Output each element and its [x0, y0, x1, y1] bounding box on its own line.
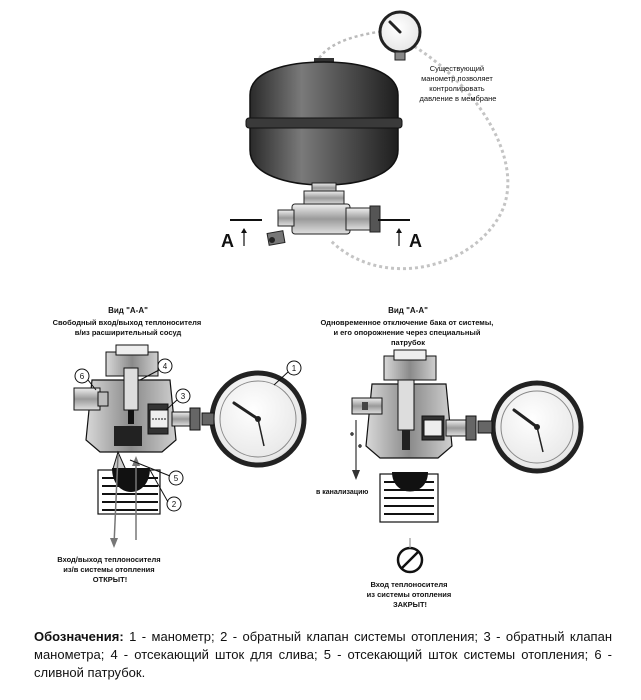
svg-text:1: 1 [292, 364, 297, 373]
valve-diagram: Существующий манометр позволяет контроли… [53, 10, 584, 609]
top-note: Существующий манометр позволяет контроли… [420, 64, 497, 103]
svg-text:3: 3 [181, 392, 186, 401]
left-view-description: Свободный вход/выход теплоносителя в/из … [53, 318, 204, 337]
left-view-title: Вид "А-А" [108, 306, 148, 315]
legend-heading: Обозначения: [34, 629, 124, 644]
svg-text:5: 5 [174, 474, 179, 483]
expansion-tank-assembly [245, 28, 510, 271]
svg-text:А: А [409, 231, 422, 251]
section-mark-left: А [221, 219, 262, 251]
right-valve-section [350, 349, 477, 523]
right-gauge-icon [477, 380, 584, 474]
left-valve-section [73, 344, 201, 548]
right-view-bottom-note: Вход теплоносителя из системы отопления … [367, 580, 454, 609]
right-view-description: Одновременное отключение бака от системы… [321, 318, 496, 347]
left-view-bottom-note: Вход/выход теплоносителя из/в системы от… [57, 555, 162, 584]
closed-icon [396, 538, 424, 574]
legend-text: 1 - манометр; 2 - обратный клапан систем… [34, 629, 612, 680]
svg-text:А: А [221, 231, 234, 251]
legend: Обозначения: 1 - манометр; 2 - обратный … [34, 628, 612, 682]
svg-text:2: 2 [172, 500, 177, 509]
top-gauge-icon [378, 10, 422, 61]
drain-label: в канализацию [316, 489, 368, 496]
svg-text:6: 6 [80, 372, 85, 381]
section-mark-right: А [378, 219, 422, 251]
left-gauge-icon [201, 370, 307, 468]
left-callouts: 6 4 3 1 5 2 [74, 358, 302, 512]
svg-text:4: 4 [163, 362, 168, 371]
right-view-title: Вид "А-А" [388, 306, 428, 315]
